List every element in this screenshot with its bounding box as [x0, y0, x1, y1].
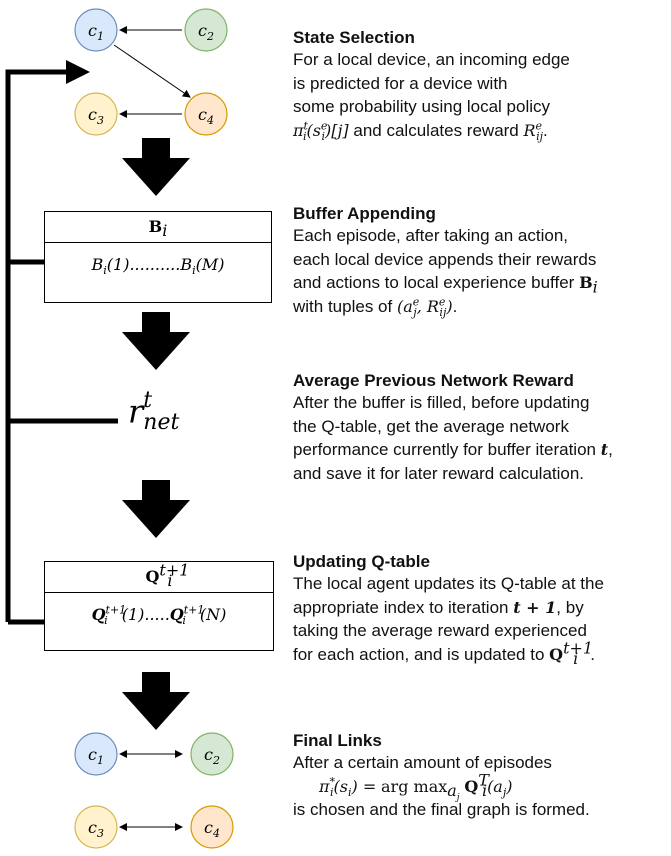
node-c4-bottom: c4 [190, 805, 234, 849]
step-line: taking the average reward experienced [293, 621, 587, 640]
node-c1-top: c1 [74, 8, 118, 52]
down-arrow-1 [122, 138, 190, 196]
step-line-with-math: with tuples of (aej, Reij). [293, 295, 458, 319]
svg-text:c4: c4 [198, 105, 214, 127]
down-arrow-2 [122, 312, 190, 370]
svg-text:c1: c1 [88, 21, 104, 43]
step-line: Each episode, after taking an action, [293, 226, 569, 245]
node-c4-top: c4 [184, 92, 228, 136]
step-line: and save it for later reward calculation… [293, 463, 585, 483]
step-line: some probability using local policy [293, 97, 551, 116]
feedback-loop-line [5, 69, 70, 622]
step-line: For a local device, an incoming edge [293, 50, 570, 69]
step-state-selection: State Selection For a local device, an i… [293, 27, 665, 142]
buffer-box-header: Bi [45, 212, 271, 243]
svg-text:c1: c1 [88, 745, 104, 767]
step-line: After the buffer is filled, before updat… [293, 393, 590, 412]
final-policy-formula: π*i(si) = arg maxaj QTi(aj) [319, 769, 513, 804]
edge-c1-to-c4 [113, 44, 191, 98]
node-c2-top: c2 [184, 8, 228, 52]
svg-text:c3: c3 [88, 818, 104, 840]
step-line: each local device appends their rewards [293, 249, 597, 269]
step-final-links: Final Links After a certain amount of ep… [293, 730, 665, 822]
down-arrow-3 [122, 480, 190, 538]
step-title: Final Links [293, 731, 382, 750]
step-title: State Selection [293, 28, 415, 47]
step-average-network-reward: Average Previous Network Reward After th… [293, 370, 665, 485]
step-updating-qtable: Updating Q-table The local agent updates… [293, 551, 665, 666]
svg-text:c3: c3 [88, 105, 104, 127]
step-line-with-math: performance currently for buffer iterati… [293, 440, 613, 459]
node-c1-bottom: c1 [74, 732, 118, 776]
step-line-with-math: appropriate index to iteration t + 1, by [293, 597, 584, 617]
step-line: The local agent updates its Q-table at t… [293, 574, 604, 593]
qtable-box-row: Qt+1i(1).....Qt+1i(N) [91, 603, 227, 628]
step-line-with-math: for each action, and is updated to Qt+1i… [293, 637, 595, 668]
buffer-box-row: Bi(1)..........Bi(M) [91, 255, 225, 278]
buffer-box: Bi Bi(1)..........Bi(M) [44, 211, 272, 303]
qtable-box-header: Qt+1i [45, 562, 273, 593]
svg-text:c2: c2 [198, 21, 214, 43]
step-line: is chosen and the final graph is formed. [293, 800, 590, 820]
node-c2-bottom: c2 [190, 732, 234, 776]
step-line-with-math: and actions to local experience buffer B… [293, 273, 598, 297]
step-line: the Q-table, get the average network [293, 416, 569, 436]
step-title: Average Previous Network Reward [293, 371, 574, 390]
node-c3-bottom: c3 [74, 805, 118, 849]
svg-text:c2: c2 [204, 745, 220, 767]
step-title: Buffer Appending [293, 204, 436, 223]
qtable-box: Qt+1i Qt+1i(1).....Qt+1i(N) [44, 561, 274, 651]
step-line: is predicted for a device with [293, 73, 508, 93]
step-line: After a certain amount of episodes [293, 753, 552, 772]
feedback-loop-arrowhead [66, 60, 90, 84]
node-c3-top: c3 [74, 92, 118, 136]
down-arrow-4 [122, 672, 190, 730]
step-line-with-math: πti(sei)[j] and calculates reward Reij. [293, 119, 548, 143]
svg-text:c4: c4 [204, 818, 220, 840]
step-buffer-appending: Buffer Appending Each episode, after tak… [293, 203, 665, 318]
step-title: Updating Q-table [293, 552, 430, 571]
